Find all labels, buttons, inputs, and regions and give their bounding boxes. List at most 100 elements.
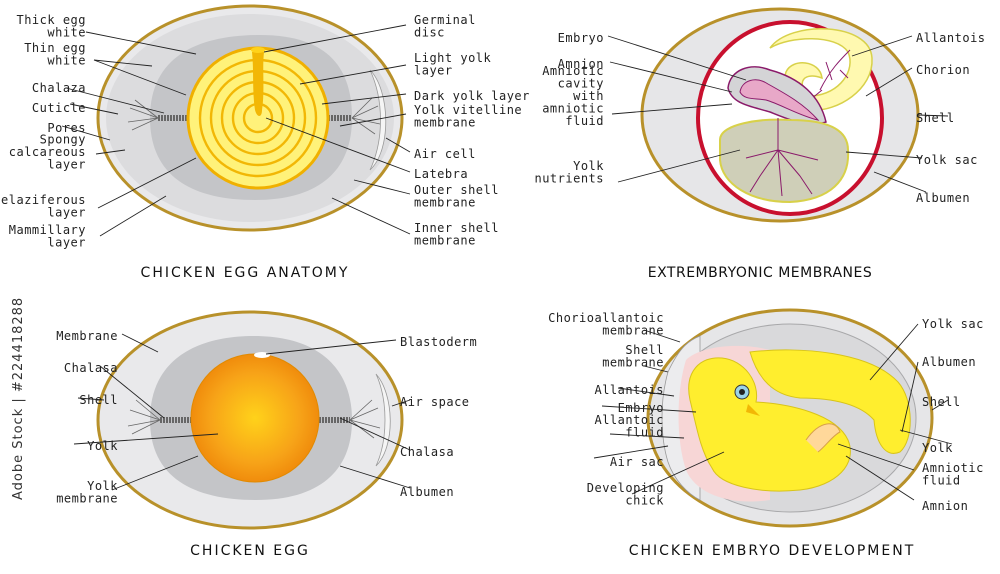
development-label: Embryo [618,401,664,415]
anatomy-label: Pores [47,121,86,135]
egg-label: Shell [79,393,118,407]
anatomy-label: membrane [414,195,476,209]
anatomy-label: layer [47,235,86,249]
membranes-label: cavity [558,77,604,91]
anatomy-label: white [47,25,86,39]
anatomy-label: disc [414,25,445,39]
anatomy-label: Thick egg [16,13,86,27]
development-label: chick [625,493,664,507]
anatomy-label: membrane [414,115,476,129]
anatomy-label-lines [61,24,411,237]
development-chick-beak [746,404,760,416]
development-label: Developing [587,481,664,495]
development-chick-pupil [739,389,745,395]
membranes-label-lines [607,35,949,193]
development-label: membrane [602,355,664,369]
egg-panel [96,310,404,530]
membranes-label: Shell [916,111,955,125]
membranes-left-labels: EmbryoAmnionAmnioticcavitywithamnioticfl… [534,31,604,185]
membranes-allantois-vessels [809,49,851,101]
anatomy-label: Mammillary [9,223,86,237]
development-label: fluid [922,473,961,487]
development-label: Allantois [594,383,664,397]
development-label: Albumen [922,355,976,369]
anatomy-label: layer [47,205,86,219]
development-label: Chorioallantoic [548,311,664,325]
membranes-label: fluid [565,114,604,128]
egg-title: CHICKEN EGG [190,543,310,559]
membranes-title: EXTREMBRYONIC MEMBRANES [648,265,873,281]
membranes-label: Amnion [558,57,604,71]
anatomy-label: Yolk vitelline [414,103,522,117]
anatomy-label: layer [414,63,453,77]
development-label: Shell [625,343,664,357]
membranes-label: Embryo [558,31,604,45]
membranes-label: amniotic [542,102,604,116]
development-right-labels: Yolk sacAlbumenShellYolkAmnioticfluidAmn… [922,317,984,513]
egg-label: Membrane [56,329,118,343]
anatomy-label: Chelaziferous [0,193,86,207]
egg-label: Chalasa [64,361,118,375]
anatomy-label: Dark yolk layer [414,89,530,103]
anatomy-label: Inner shell [414,221,499,235]
development-yolk-sac [749,349,911,454]
egg-yolk [190,353,320,483]
membranes-label: Amniotic [542,64,604,78]
development-label: Amnion [922,499,968,513]
anatomy-label: layer [47,158,86,172]
development-chick-body [688,357,851,492]
anatomy-label: calcareous [9,145,86,159]
development-label: fluid [625,425,664,439]
anatomy-label: Cuticle [32,101,86,115]
membranes-label: Albumen [916,191,970,205]
development-label: Air sac [610,455,664,469]
egg-label: Albumen [400,485,454,499]
membranes-label: Yolk [573,159,604,173]
anatomy-label: Chalaza [32,81,86,95]
development-label: membrane [602,323,664,337]
anatomy-label: white [47,53,86,67]
egg-label: Chalasa [400,445,454,459]
development-label: Allantoic [594,413,664,427]
egg-label: Yolk [87,439,118,453]
egg-blastoderm [254,352,270,358]
membranes-label: Allantois [916,31,986,45]
egg-label: Air space [400,395,470,409]
anatomy-latebra [252,52,264,116]
egg-chalasa-fibers-left [127,399,161,435]
development-label: Amniotic [922,461,984,475]
membranes-yolk-vessels [745,118,819,197]
development-left-labels: ChorioallantoicmembraneShellmembraneAlla… [548,311,664,508]
development-chick-leg [805,423,841,453]
membranes-label: nutrients [534,171,604,185]
egg-air-space [375,373,391,467]
anatomy-chalaza-fibers-left [127,99,159,131]
anatomy-label: Spongy [40,133,86,147]
anatomy-label: Air cell [414,147,476,161]
development-panel [646,308,934,528]
membranes-embryo [739,79,820,121]
anatomy-label: Germinal [414,13,476,27]
anatomy-panel [96,4,404,232]
vertical-watermark: Adobe Stock | #224418288 [11,297,26,500]
membranes-label: with [573,89,604,103]
development-label: Yolk sac [922,317,984,331]
development-label: Shell [922,395,961,409]
development-label-lines [593,323,953,501]
egg-label: membrane [56,491,118,505]
egg-chalasa-fibers-right [349,399,381,439]
membranes-yolk-sac [719,118,850,204]
membranes-panel [640,7,920,223]
development-label: Yolk [922,441,953,455]
egg-label: Yolk [87,479,118,493]
anatomy-label: Thin egg [24,41,86,55]
anatomy-label: membrane [414,233,476,247]
anatomy-germinal-disc [251,47,265,53]
